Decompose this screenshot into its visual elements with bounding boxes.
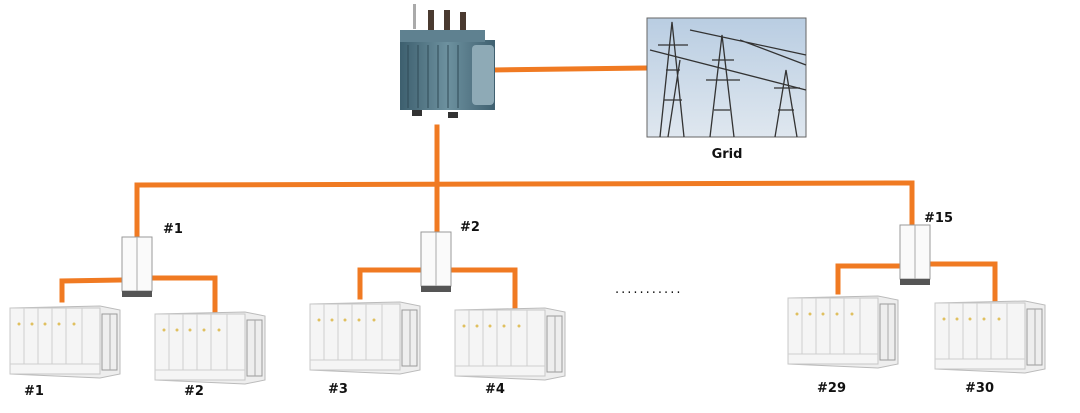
battery-container-30: [934, 300, 1046, 374]
battery-container-29: [787, 295, 899, 369]
container-label: #3: [328, 382, 348, 397]
pcs-cabinet-15: [899, 224, 931, 286]
container-label: #29: [817, 381, 846, 396]
transformer-icon: [400, 4, 495, 118]
pcs-cabinet-2: [420, 231, 452, 293]
battery-container-4: [454, 307, 566, 381]
grid-image: [646, 17, 807, 138]
pcs-cabinet-1: [121, 236, 153, 298]
container-label: #1: [24, 384, 44, 399]
pcs-label: #2: [460, 220, 480, 235]
pcs-label: #1: [163, 222, 183, 237]
container-label: #2: [184, 384, 204, 399]
container-label: #4: [485, 382, 505, 397]
grid-label: Grid: [712, 147, 743, 162]
container-label: #30: [965, 381, 994, 396]
ellipsis: ...........: [615, 282, 682, 297]
power-lines: [59, 65, 998, 318]
battery-container-2: [154, 311, 266, 385]
pcs-label: #15: [924, 211, 953, 226]
battery-container-3: [309, 301, 421, 375]
battery-container-1: [9, 305, 121, 379]
